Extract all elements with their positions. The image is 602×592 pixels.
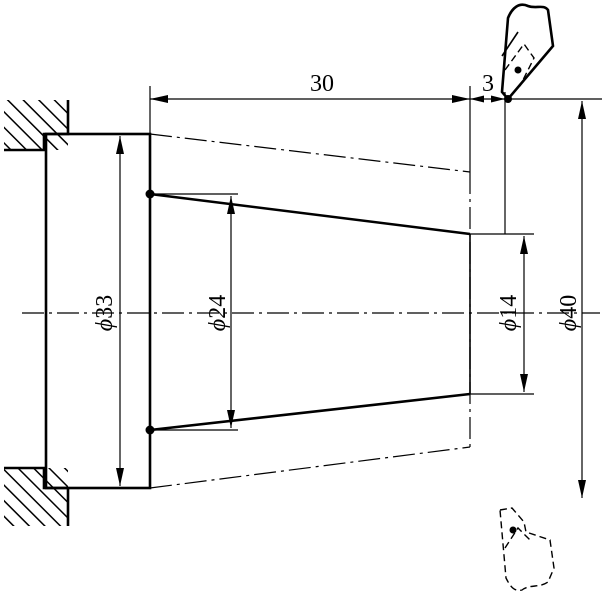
dimension-3: 3 <box>470 71 505 103</box>
dimension-30-label: 30 <box>310 71 334 97</box>
diameter-33: ϕ33 <box>92 136 124 486</box>
taper-bore-upper <box>149 192 471 236</box>
diameter-14: ϕ14 <box>496 236 528 392</box>
boring-tool-lower-phantom <box>499 507 555 592</box>
upper-chuck-jaw <box>4 100 70 152</box>
dimension-3-label: 3 <box>482 71 494 97</box>
diameter-33-label: ϕ33 <box>92 295 118 331</box>
blank-phantom-top <box>149 133 471 173</box>
diameter-40: ϕ40 <box>556 101 586 498</box>
dimension-30: 30 <box>150 71 470 103</box>
diameter-24: ϕ24 <box>205 196 235 428</box>
diameter-24-label: ϕ24 <box>205 295 231 331</box>
workpiece-outline <box>44 132 152 490</box>
taper-bore-lower <box>149 392 471 432</box>
diameter-14-label: ϕ14 <box>496 295 522 331</box>
lower-chuck-jaw <box>4 466 70 526</box>
blank-phantom-bottom <box>149 446 471 489</box>
diameter-40-label: ϕ40 <box>556 295 582 331</box>
boring-tool-upper <box>500 3 555 103</box>
